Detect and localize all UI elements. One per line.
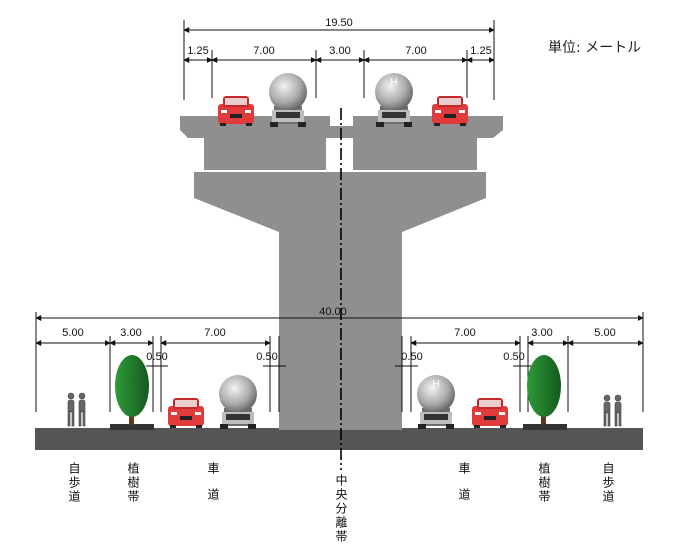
tanker-truck-icon <box>269 73 307 127</box>
ground-right-seg-2: 3.00 <box>531 327 552 339</box>
offset-2: 0.50 <box>256 351 277 363</box>
upper-seg-5: 1.25 <box>470 45 491 57</box>
label-road-left: 車道 <box>206 462 220 514</box>
tree-icon <box>110 355 154 430</box>
upper-seg-1: 1.25 <box>187 45 208 57</box>
label-planting-left: 植樹帯 <box>126 462 140 504</box>
pier-cap <box>194 172 486 232</box>
svg-text:H: H <box>432 379 439 390</box>
ground-right-seg-1: 7.00 <box>454 327 475 339</box>
upper-dimensions <box>183 20 495 100</box>
upper-total-width: 19.50 <box>325 17 353 29</box>
tanker-truck-icon: H <box>375 73 413 127</box>
ground-right-seg-3: 5.00 <box>594 327 615 339</box>
tree-icon <box>523 355 567 430</box>
car-icon <box>432 96 468 126</box>
ground-surface <box>35 428 643 450</box>
offset-4: 0.50 <box>503 351 524 363</box>
label-planting-right: 植樹帯 <box>537 462 551 504</box>
pedestrian-icon <box>67 392 86 427</box>
ground-left-seg-1: 5.00 <box>62 327 83 339</box>
offset-3: 0.50 <box>401 351 422 363</box>
left-girder <box>204 134 326 170</box>
offset-1: 0.50 <box>146 351 167 363</box>
car-icon <box>218 96 254 126</box>
upper-seg-2: 7.00 <box>253 45 274 57</box>
ground-dimensions <box>35 312 644 412</box>
svg-text:H: H <box>390 77 397 88</box>
ground-left-seg-3: 7.00 <box>204 327 225 339</box>
car-icon <box>472 398 508 428</box>
unit-label: 単位: メートル <box>548 40 641 56</box>
ground-left-seg-2: 3.00 <box>120 327 141 339</box>
upper-seg-3: 3.00 <box>329 45 350 57</box>
upper-deck-slab <box>180 116 503 138</box>
label-median: 中央分離帯 <box>334 474 348 544</box>
label-road-right: 車道 <box>457 462 471 514</box>
ground-total-width: 40.00 <box>319 306 347 318</box>
tanker-truck-icon: H <box>417 375 455 429</box>
label-sidewalk-left: 自歩道 <box>67 462 81 504</box>
label-sidewalk-right: 自歩道 <box>601 462 615 504</box>
tanker-truck-icon <box>219 375 257 429</box>
car-icon <box>168 398 204 428</box>
upper-seg-4: 7.00 <box>405 45 426 57</box>
right-girder <box>353 134 477 170</box>
pedestrian-icon <box>603 394 622 427</box>
